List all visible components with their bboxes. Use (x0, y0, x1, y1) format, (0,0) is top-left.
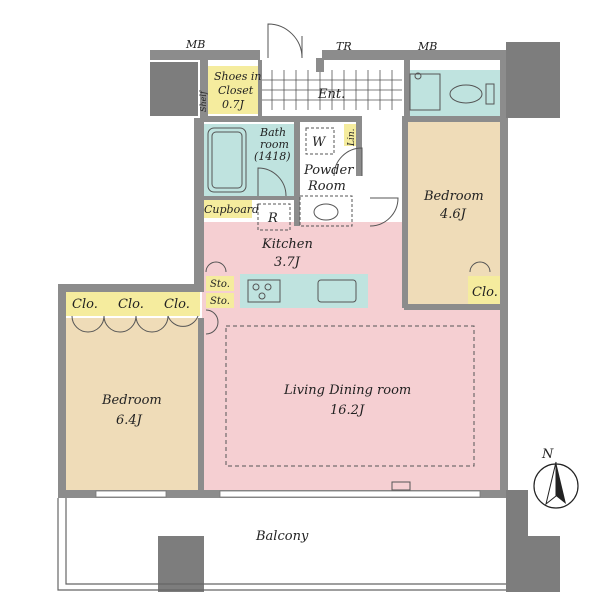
toilet-counter (409, 73, 441, 111)
shoes-closet-fill (208, 66, 258, 114)
ent-label: Ent. (317, 87, 345, 102)
sink-basin (313, 203, 339, 221)
column-right-mid (506, 490, 528, 536)
fridge-box (257, 203, 291, 231)
kitchen-size: 3.7J (274, 255, 301, 270)
stove (247, 279, 281, 303)
mb-left-label: MB (185, 38, 205, 51)
bath-label-2: room (260, 138, 289, 151)
column-bottom-right (506, 536, 560, 592)
fixtures (207, 72, 495, 491)
kitchen-counter-fill (240, 274, 368, 308)
left-bedroom-fill (66, 318, 204, 490)
cupboard-label: Cupboard (204, 203, 259, 216)
toilet-fill (406, 70, 500, 116)
mb-right-label: MB (417, 40, 437, 53)
sink-counter (299, 195, 353, 227)
balcony-label: Balcony (255, 529, 309, 544)
shelf-label: Shelf (199, 89, 208, 112)
clo-right-fill (468, 276, 502, 306)
shoes-label-3: 0.7J (222, 98, 244, 111)
washer-box (305, 127, 335, 155)
bedroom-right-label: Bedroom (423, 189, 484, 204)
doors (71, 23, 491, 335)
bedroom-left-label: Bedroom (101, 393, 162, 408)
living-dining-zone (225, 325, 475, 467)
labels: MB TR MB Shoes in Closet 0.7J Shelf Ent.… (72, 38, 498, 544)
sto1-label: Sto. (210, 279, 230, 290)
column-bottom-left (158, 536, 204, 592)
sto2-fill (206, 293, 234, 308)
balcony (57, 498, 506, 591)
right-bedroom-fill (406, 118, 502, 304)
sto1-fill (206, 276, 234, 291)
bathroom-fill (204, 124, 294, 198)
bath-label-1: Bath (259, 126, 286, 139)
kitchen-label: Kitchen (261, 237, 313, 252)
bedroom-left-size: 6.4J (116, 413, 143, 428)
entrance-tiles (260, 70, 402, 110)
toilet-tank (485, 83, 495, 105)
w-label: W (312, 135, 327, 150)
sto2-label: Sto. (210, 296, 230, 307)
living-label: Living Dining room (283, 383, 411, 398)
bath-label-3: (1418) (254, 150, 291, 163)
powder-label-1: Powder (303, 163, 354, 178)
north-arrow: N (533, 447, 579, 509)
north-arrow-icon (556, 462, 566, 504)
shoes-label-2: Closet (218, 84, 254, 97)
cupboard-fill (202, 200, 252, 218)
column-top-right (506, 42, 560, 118)
clo-left-fill (66, 292, 200, 316)
powder-label-2: Room (307, 179, 346, 194)
clo-right-label: Clo. (472, 285, 498, 300)
bathtub (207, 127, 247, 193)
air-unit (391, 481, 411, 491)
kitchen-sink (317, 279, 357, 303)
r-label: R (267, 211, 278, 226)
living-size: 16.2J (330, 403, 365, 418)
lin-label: Lin. (347, 128, 357, 147)
shoes-label-1: Shoes in (214, 70, 262, 83)
bedroom-right-size: 4.6J (439, 207, 467, 222)
room-fills (66, 66, 502, 492)
clo-left-1-label: Clo. (72, 297, 98, 312)
tr-label: TR (336, 40, 352, 53)
windows (95, 490, 481, 498)
columns (150, 42, 560, 592)
column-top-left (150, 62, 198, 116)
clo-left-2-label: Clo. (118, 297, 144, 312)
north-label: N (541, 447, 554, 462)
clo-left-3-label: Clo. (164, 297, 190, 312)
toilet-bowl (449, 84, 483, 104)
lin-fill (344, 124, 358, 146)
